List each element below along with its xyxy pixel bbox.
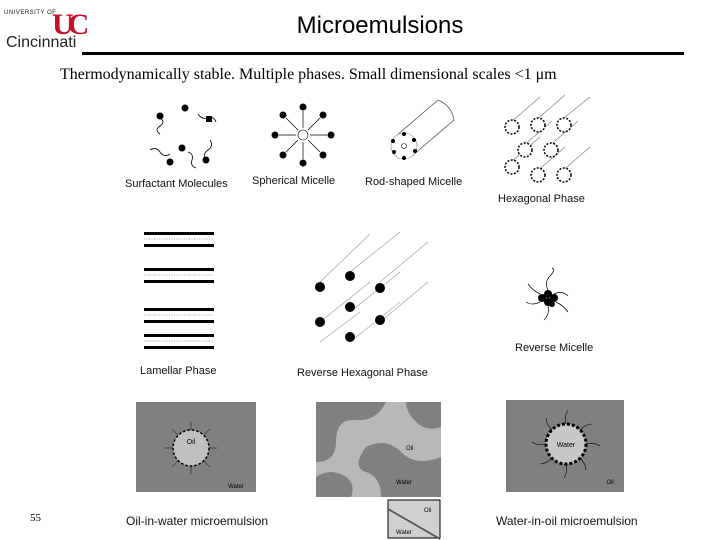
oil-in-water-water-text: Water xyxy=(228,484,244,490)
inset-water-text: Water xyxy=(396,530,412,536)
bicontinuous-water-text: Water xyxy=(396,480,412,486)
logo-uc-mark: UC xyxy=(52,8,89,41)
water-in-oil-illustration: Water Oil xyxy=(506,400,624,492)
label-surfactant-molecules: Surfactant Molecules xyxy=(125,178,228,190)
oil-in-water-oil-text: Oil xyxy=(187,439,196,446)
oil-in-water-illustration: Oil Water xyxy=(136,402,256,492)
water-in-oil-water-text: Water xyxy=(557,442,576,449)
surfactant-molecules-illustration xyxy=(149,104,217,169)
bicontinuous-oil-text: Oil xyxy=(406,446,413,452)
label-hexagonal-phase: Hexagonal Phase xyxy=(498,193,585,205)
bicontinuous-zoom-inset: Oil Water xyxy=(387,499,441,540)
lamellar-phase-illustration xyxy=(144,232,214,349)
label-lamellar-phase: Lamellar Phase xyxy=(140,365,217,377)
logo-university-of: UNIVERSITY OF xyxy=(4,10,57,16)
rod-shaped-micelle-illustration xyxy=(390,99,455,160)
reverse-hexagonal-phase-illustration xyxy=(315,231,429,343)
label-oil-in-water: Oil-in-water microemulsion xyxy=(126,514,269,528)
water-in-oil-oil-text: Oil xyxy=(606,480,613,486)
title-divider xyxy=(82,52,684,55)
page-number: 55 xyxy=(30,512,41,524)
hexagonal-phase-illustration xyxy=(504,94,591,183)
slide-subtitle: Thermodynamically stable. Multiple phase… xyxy=(60,66,557,83)
label-reverse-hexagonal-phase: Reverse Hexagonal Phase xyxy=(297,367,428,379)
bicontinuous-illustration: Oil Water xyxy=(316,402,441,497)
label-reverse-micelle: Reverse Micelle xyxy=(515,342,594,354)
inset-oil-text: Oil xyxy=(424,508,431,514)
reverse-micelle-illustration xyxy=(525,267,569,321)
slide-title: Microemulsions xyxy=(296,12,464,39)
label-rod-shaped-micelle: Rod-shaped Micelle xyxy=(365,176,463,188)
spherical-micelle-illustration xyxy=(271,103,335,167)
label-water-in-oil: Water-in-oil microemulsion xyxy=(496,514,638,528)
label-spherical-micelle: Spherical Micelle xyxy=(252,175,336,187)
university-logo: UNIVERSITY OF UC Cincinnati xyxy=(4,8,89,52)
logo-cincinnati: Cincinnati xyxy=(6,34,77,51)
